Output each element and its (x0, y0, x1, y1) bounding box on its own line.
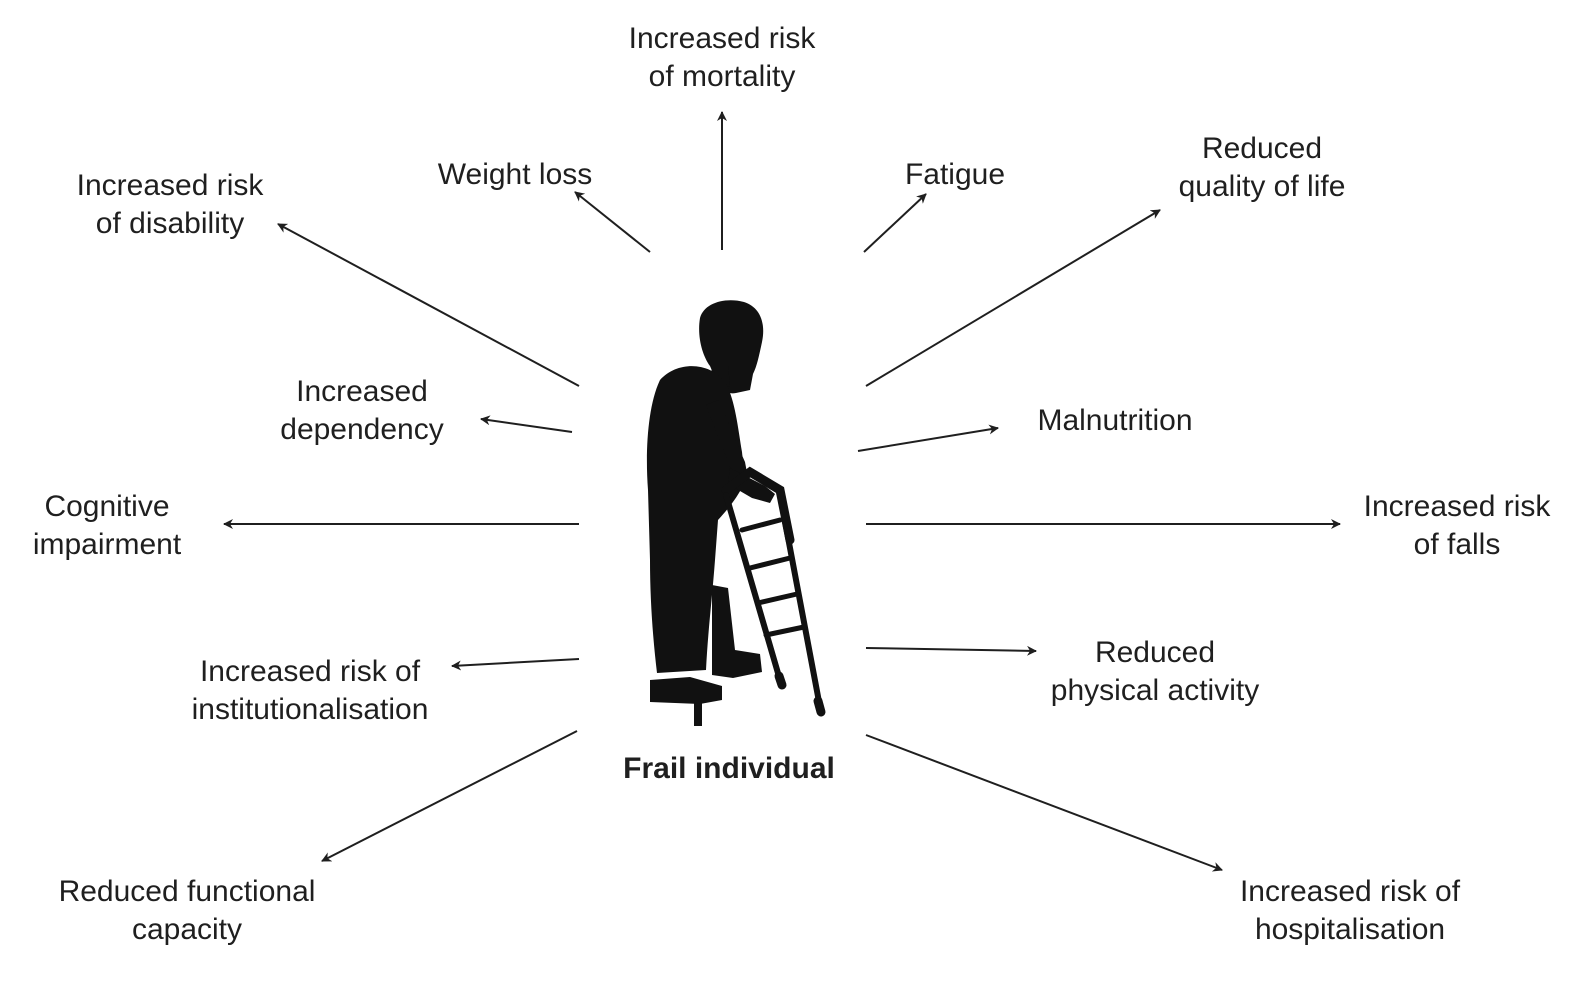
arrow-dependency (480, 415, 573, 433)
arrow-hospitalisation (865, 734, 1223, 872)
outcome-label-line: institutionalisation (191, 693, 429, 726)
outcome-label-line: hospitalisation (1254, 913, 1446, 946)
arrow-malnutrition (857, 424, 999, 452)
outcome-institutionalisation: Increased risk of institutionalisation (192, 653, 429, 729)
outcome-label-line: Reduced (1201, 132, 1323, 165)
outcome-label-line: Malnutrition (1037, 404, 1193, 437)
outcome-label-line: of mortality (648, 60, 796, 93)
outcome-label-line: of disability (95, 207, 245, 240)
arrow-institutionalisation (451, 658, 580, 671)
outcome-dependency: Increased dependency (280, 373, 443, 449)
outcome-weight-loss: Weight loss (438, 156, 593, 194)
outcome-label-line: capacity (131, 913, 243, 946)
outcome-label-line: Increased risk of (199, 655, 421, 688)
outcome-label-line: Increased risk (76, 169, 264, 202)
outcome-label-line: Weight loss (437, 158, 593, 191)
outcome-falls: Increased risk of falls (1364, 488, 1551, 564)
arrow-disability (277, 223, 580, 387)
outcome-functional-capacity: Reduced functional capacity (59, 873, 316, 949)
outcome-fatigue: Fatigue (905, 156, 1005, 194)
outcome-label-line: impairment (32, 528, 182, 561)
outcome-mortality: Increased risk of mortality (629, 20, 816, 96)
outcome-label-line: Cognitive (44, 490, 170, 523)
outcome-label-line: Reduced (1094, 636, 1216, 669)
outcome-label-line: Fatigue (904, 158, 1006, 191)
outcome-label-line: Increased risk (1363, 490, 1551, 523)
outcome-hospitalisation: Increased risk of hospitalisation (1240, 873, 1460, 949)
outcome-disability: Increased risk of disability (77, 167, 264, 243)
outcome-physical-activity: Reduced physical activity (1051, 634, 1259, 710)
outcome-label-line: quality of life (1178, 170, 1346, 203)
outcome-quality-of-life: Reduced quality of life (1179, 130, 1346, 206)
center-label: Frail individual (623, 752, 835, 785)
outcome-cognitive: Cognitive impairment (33, 488, 181, 564)
arrow-functional-capacity (321, 730, 578, 862)
outcome-label-line: Increased risk of (1239, 875, 1461, 908)
arrow-physical-activity (865, 645, 1037, 656)
arrow-weight-loss (574, 191, 651, 253)
outcome-label-line: of falls (1413, 528, 1501, 561)
arrow-quality-of-life (865, 209, 1161, 387)
outcome-label-line: Increased (296, 375, 428, 408)
arrow-fatigue (863, 193, 927, 253)
outcome-label-line: Reduced functional (58, 875, 316, 908)
outcome-label-line: Increased risk (628, 22, 816, 55)
outcome-malnutrition: Malnutrition (1037, 402, 1192, 440)
outcome-label-line: physical activity (1050, 674, 1260, 707)
outcome-label-line: dependency (280, 413, 444, 446)
